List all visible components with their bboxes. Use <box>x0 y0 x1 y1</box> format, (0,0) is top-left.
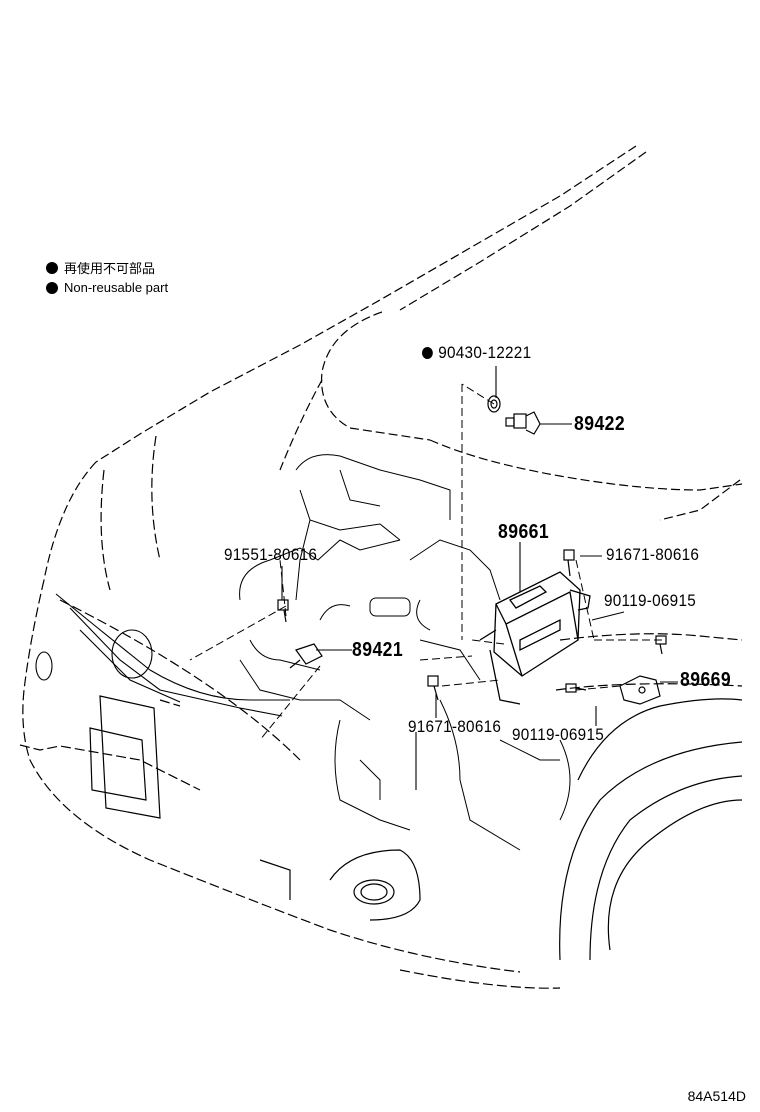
bolt-91671-bottom <box>427 675 439 701</box>
bracket-89669 <box>619 675 661 705</box>
legend-dot-icon <box>46 261 58 274</box>
sensor-89421 <box>289 643 323 669</box>
part-label-90119-top[interactable]: 90119-06915 <box>604 591 697 610</box>
part-label-91671-top[interactable]: 91671-80616 <box>606 545 700 564</box>
part-label-91551[interactable]: 91551-80616 <box>224 545 318 564</box>
diagram-code: 84A514D <box>687 1088 746 1104</box>
bolt-91551 <box>277 599 289 623</box>
body-outline <box>19 435 743 989</box>
bolt-90119-top <box>655 635 667 655</box>
bolt-90119-bottom <box>565 683 587 693</box>
fog-light <box>259 849 421 921</box>
legend-item-jp: 再使用不可部品 <box>46 258 155 277</box>
legend-dot-icon <box>46 281 58 294</box>
legend-label: 再使用不可部品 <box>64 261 156 276</box>
sensor-89422 <box>505 411 541 435</box>
part-label-90430[interactable]: 90430-12221 <box>422 344 531 361</box>
leader-lines <box>189 383 662 741</box>
part-label-89661[interactable]: 89661 <box>498 521 550 543</box>
part-label-91671-bottom[interactable]: 91671-80616 <box>408 717 502 736</box>
washer-90430 <box>487 395 501 413</box>
part-label-89669[interactable]: 89669 <box>680 669 732 691</box>
bolt-91671-top <box>563 549 575 577</box>
wheel <box>559 698 743 961</box>
grille <box>35 593 290 717</box>
license-plate <box>89 695 161 819</box>
part-label-89421[interactable]: 89421 <box>352 639 404 661</box>
ecu-89661 <box>479 571 591 705</box>
label-leaders <box>281 366 678 790</box>
non-reusable-dot-icon <box>422 346 433 359</box>
hood-outline <box>43 145 743 581</box>
legend-label: Non-reusable part <box>64 280 169 295</box>
legend-item-en: Non-reusable part <box>46 280 168 295</box>
part-label-89422[interactable]: 89422 <box>574 413 626 435</box>
part-label-90119-bottom[interactable]: 90119-06915 <box>512 725 605 744</box>
engine <box>239 454 571 851</box>
